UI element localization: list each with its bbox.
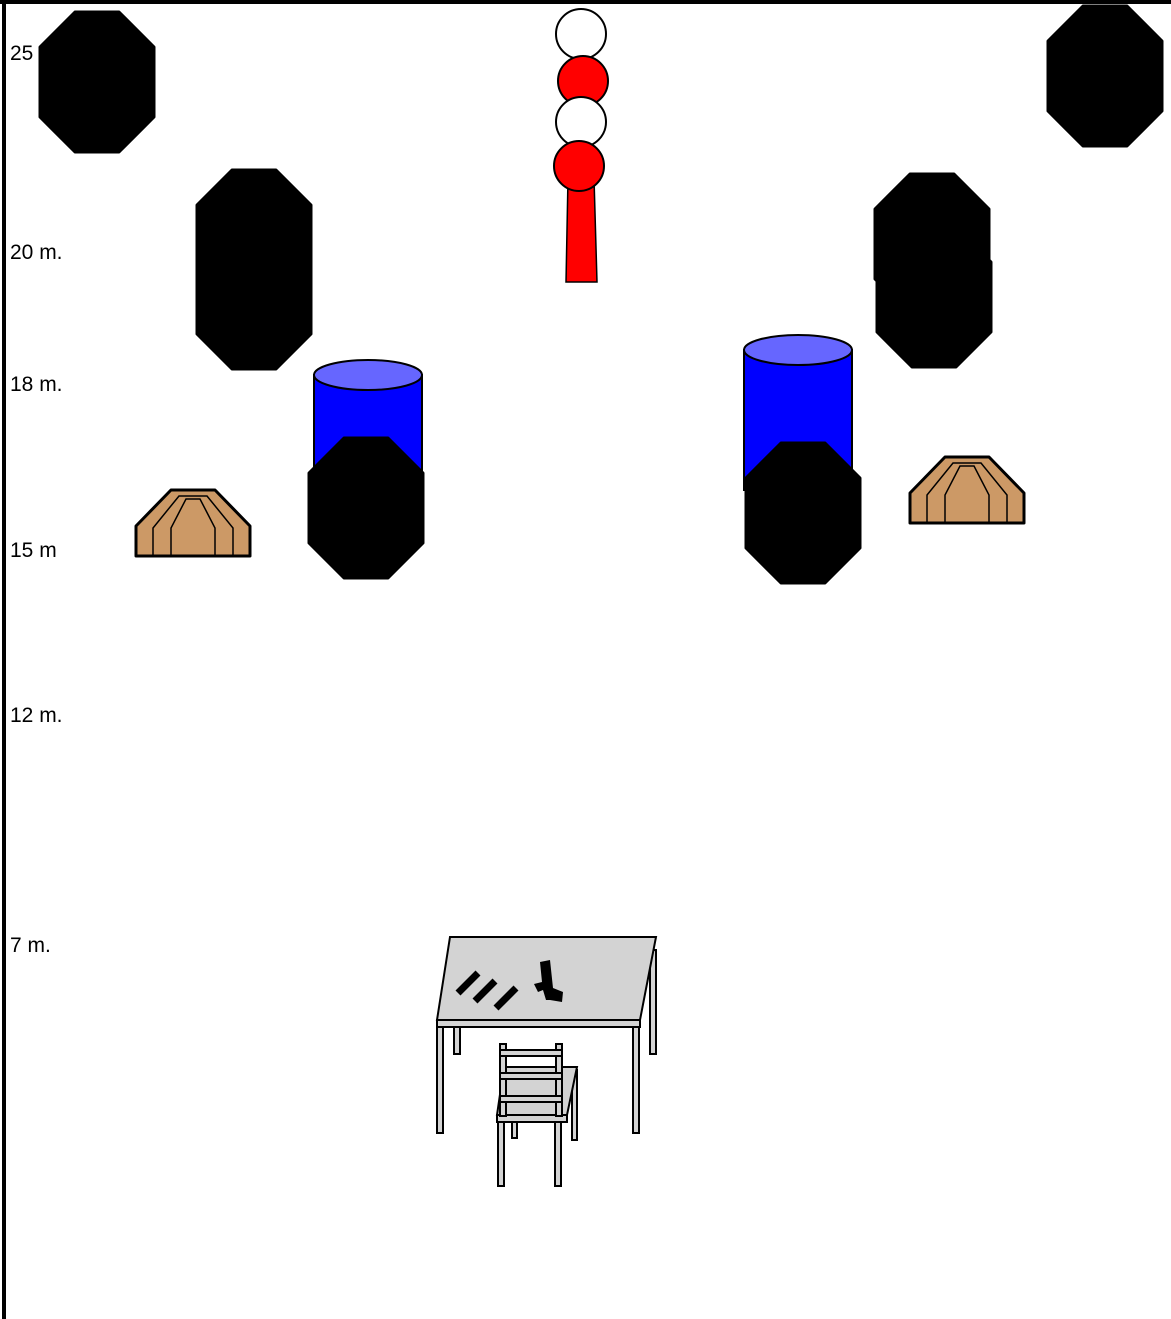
target-15m-left-barrel xyxy=(309,438,423,578)
no-shoot-right xyxy=(877,227,991,367)
target-25m-right xyxy=(1048,6,1162,146)
plate-rack xyxy=(554,9,608,282)
target-25m-left xyxy=(40,12,154,152)
distance-label-20: 20 m. xyxy=(10,241,63,264)
target-15m-right-barrel xyxy=(746,443,860,583)
distance-label-15: 15 m xyxy=(10,539,57,562)
distance-label-25: 25 xyxy=(10,42,33,65)
chair xyxy=(497,1044,577,1186)
partial-target-right xyxy=(910,457,1024,523)
distance-label-18: 18 m. xyxy=(10,373,63,396)
no-shoot-left xyxy=(197,229,311,369)
partial-target-left xyxy=(136,490,250,556)
distance-label-7: 7 m. xyxy=(10,934,51,957)
distance-label-12: 12 m. xyxy=(10,704,63,727)
